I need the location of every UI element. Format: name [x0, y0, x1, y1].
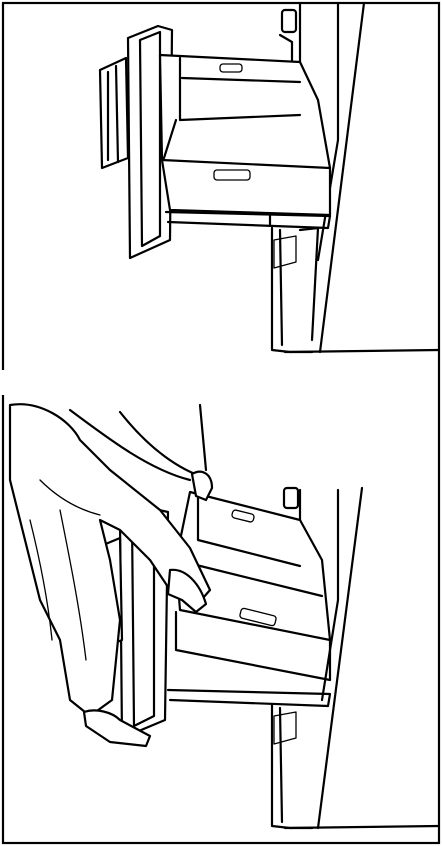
person-arm-upper-2 — [120, 412, 206, 478]
lower-drawer-side — [300, 228, 318, 340]
door-gasket — [280, 35, 292, 60]
lower-drawer-front — [272, 228, 312, 352]
door-hinge-b — [284, 488, 298, 508]
lower-drawer-edge — [280, 230, 282, 345]
cabinet-outer-edge-b — [318, 488, 362, 828]
drawer-rail — [166, 212, 330, 228]
lower-drawer-handle-b — [274, 712, 296, 744]
person-hand-upper — [192, 472, 212, 500]
lower-drawer-handle — [274, 236, 296, 268]
lower-drawer-edge-b — [280, 708, 282, 822]
drawer-rail-b — [168, 690, 330, 706]
drawer-handle — [100, 58, 128, 168]
door-hinge — [282, 10, 296, 32]
person-body — [10, 404, 210, 716]
lower-drawer-front-b — [272, 705, 312, 828]
panel-removing-bin — [10, 404, 439, 828]
panel-drawer-open — [100, 3, 439, 352]
person-arm-line — [200, 405, 206, 470]
